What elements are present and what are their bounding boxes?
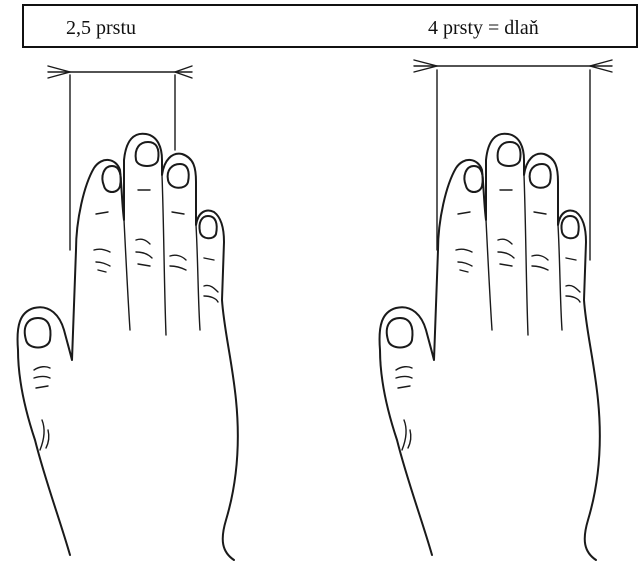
hand-right	[380, 60, 612, 560]
hand-left	[18, 66, 238, 560]
